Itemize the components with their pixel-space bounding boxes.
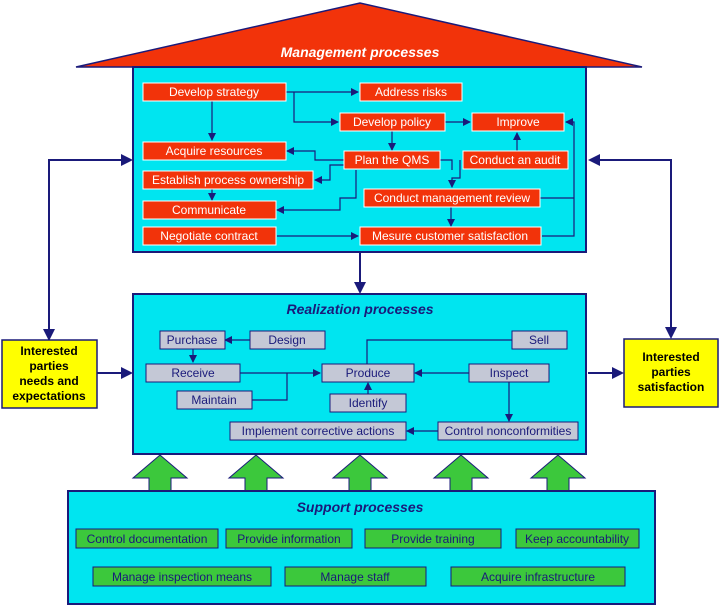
produce-label: Produce [346, 366, 391, 380]
corrective-actions-label: Implement corrective actions [242, 424, 395, 438]
address-risks-label: Address risks [375, 85, 447, 99]
keep-accountability-box [515, 528, 640, 549]
manage-inspection-label: Manage inspection means [112, 570, 252, 584]
develop-strategy-label: Develop strategy [169, 85, 259, 99]
management-boxes: Develop strategy Address risks Develop p… [142, 82, 569, 246]
improve-label: Improve [496, 115, 540, 129]
purchase-label: Purchase [167, 333, 218, 347]
realization-title: Realization processes [286, 301, 433, 317]
design-label: Design [268, 333, 305, 347]
left-needs-line-1: Interested [20, 344, 77, 358]
establish-ownership-box [142, 170, 314, 190]
design-box [249, 330, 326, 350]
identify-label: Identify [349, 396, 388, 410]
left-needs-line-4: expectations [12, 389, 86, 403]
right-satisfaction-line-2: parties [651, 365, 691, 379]
conduct-audit-label: Conduct an audit [470, 153, 561, 167]
left-needs-line-3: needs and [19, 374, 78, 388]
communicate-label: Communicate [172, 203, 246, 217]
support-up-arrows [131, 454, 587, 492]
plan-qms-box [343, 150, 441, 170]
improve-box [471, 112, 565, 132]
support-title: Support processes [297, 499, 424, 515]
management-connectors [208, 88, 575, 240]
support-up-arrow [432, 454, 490, 492]
manage-staff-box [284, 566, 427, 587]
develop-policy-box [339, 112, 446, 132]
support-up-arrow [131, 454, 189, 492]
maintain-box [176, 390, 253, 410]
manage-staff-label: Manage staff [320, 570, 390, 584]
right-satisfaction-line-1: Interested [642, 350, 699, 364]
sell-label: Sell [529, 333, 549, 347]
right-satisfaction-box [623, 338, 719, 408]
support-up-arrow [227, 454, 285, 492]
acquire-infrastructure-label: Acquire infrastructure [481, 570, 595, 584]
control-documentation-label: Control documentation [87, 532, 208, 546]
provide-training-label: Provide training [391, 532, 474, 546]
keep-accountability-label: Keep accountability [525, 532, 629, 546]
management-title: Management processes [281, 44, 440, 60]
conduct-review-label: Conduct management review [374, 191, 530, 205]
support-up-arrow [331, 454, 389, 492]
address-risks-box [359, 82, 463, 102]
control-documentation-box [75, 528, 219, 549]
realization-connectors [189, 336, 513, 435]
left-needs-line-2: parties [29, 359, 69, 373]
develop-policy-label: Develop policy [353, 115, 431, 129]
provide-information-box [225, 528, 353, 549]
produce-box [321, 363, 415, 383]
inspect-box [468, 363, 550, 383]
conduct-audit-box [462, 150, 569, 170]
receive-box [145, 363, 241, 383]
sell-box [511, 330, 568, 350]
negotiate-contract-label: Negotiate contract [160, 229, 258, 243]
negotiate-contract-box [142, 226, 277, 246]
provide-information-label: Provide information [237, 532, 340, 546]
realization-boxes: Purchase Design Sell Receive Produce Ins… [145, 330, 579, 441]
control-nonconformities-box [437, 421, 579, 441]
support-boxes: Control documentation Provide informatio… [75, 528, 640, 587]
corrective-actions-box [229, 421, 407, 441]
plan-qms-label: Plan the QMS [355, 153, 430, 167]
identify-box [329, 393, 407, 413]
communicate-box [142, 200, 277, 220]
receive-label: Receive [171, 366, 215, 380]
establish-ownership-label: Establish process ownership [152, 173, 304, 187]
maintain-label: Maintain [191, 393, 236, 407]
right-satisfaction-line-3: satisfaction [638, 380, 705, 394]
inspect-label: Inspect [490, 366, 529, 380]
left-needs-box [1, 339, 98, 409]
control-nonconformities-label: Control nonconformities [445, 424, 572, 438]
develop-strategy-box [142, 82, 287, 102]
acquire-resources-box [142, 141, 287, 161]
acquire-resources-label: Acquire resources [166, 144, 263, 158]
provide-training-box [364, 528, 502, 549]
manage-inspection-box [92, 566, 272, 587]
side-connectors [43, 154, 677, 379]
support-up-arrow [529, 454, 587, 492]
measure-satisfaction-label: Mesure customer satisfaction [372, 229, 528, 243]
purchase-box [159, 330, 226, 350]
measure-satisfaction-box [359, 226, 542, 246]
acquire-infrastructure-box [450, 566, 626, 587]
conduct-review-box [363, 188, 541, 208]
